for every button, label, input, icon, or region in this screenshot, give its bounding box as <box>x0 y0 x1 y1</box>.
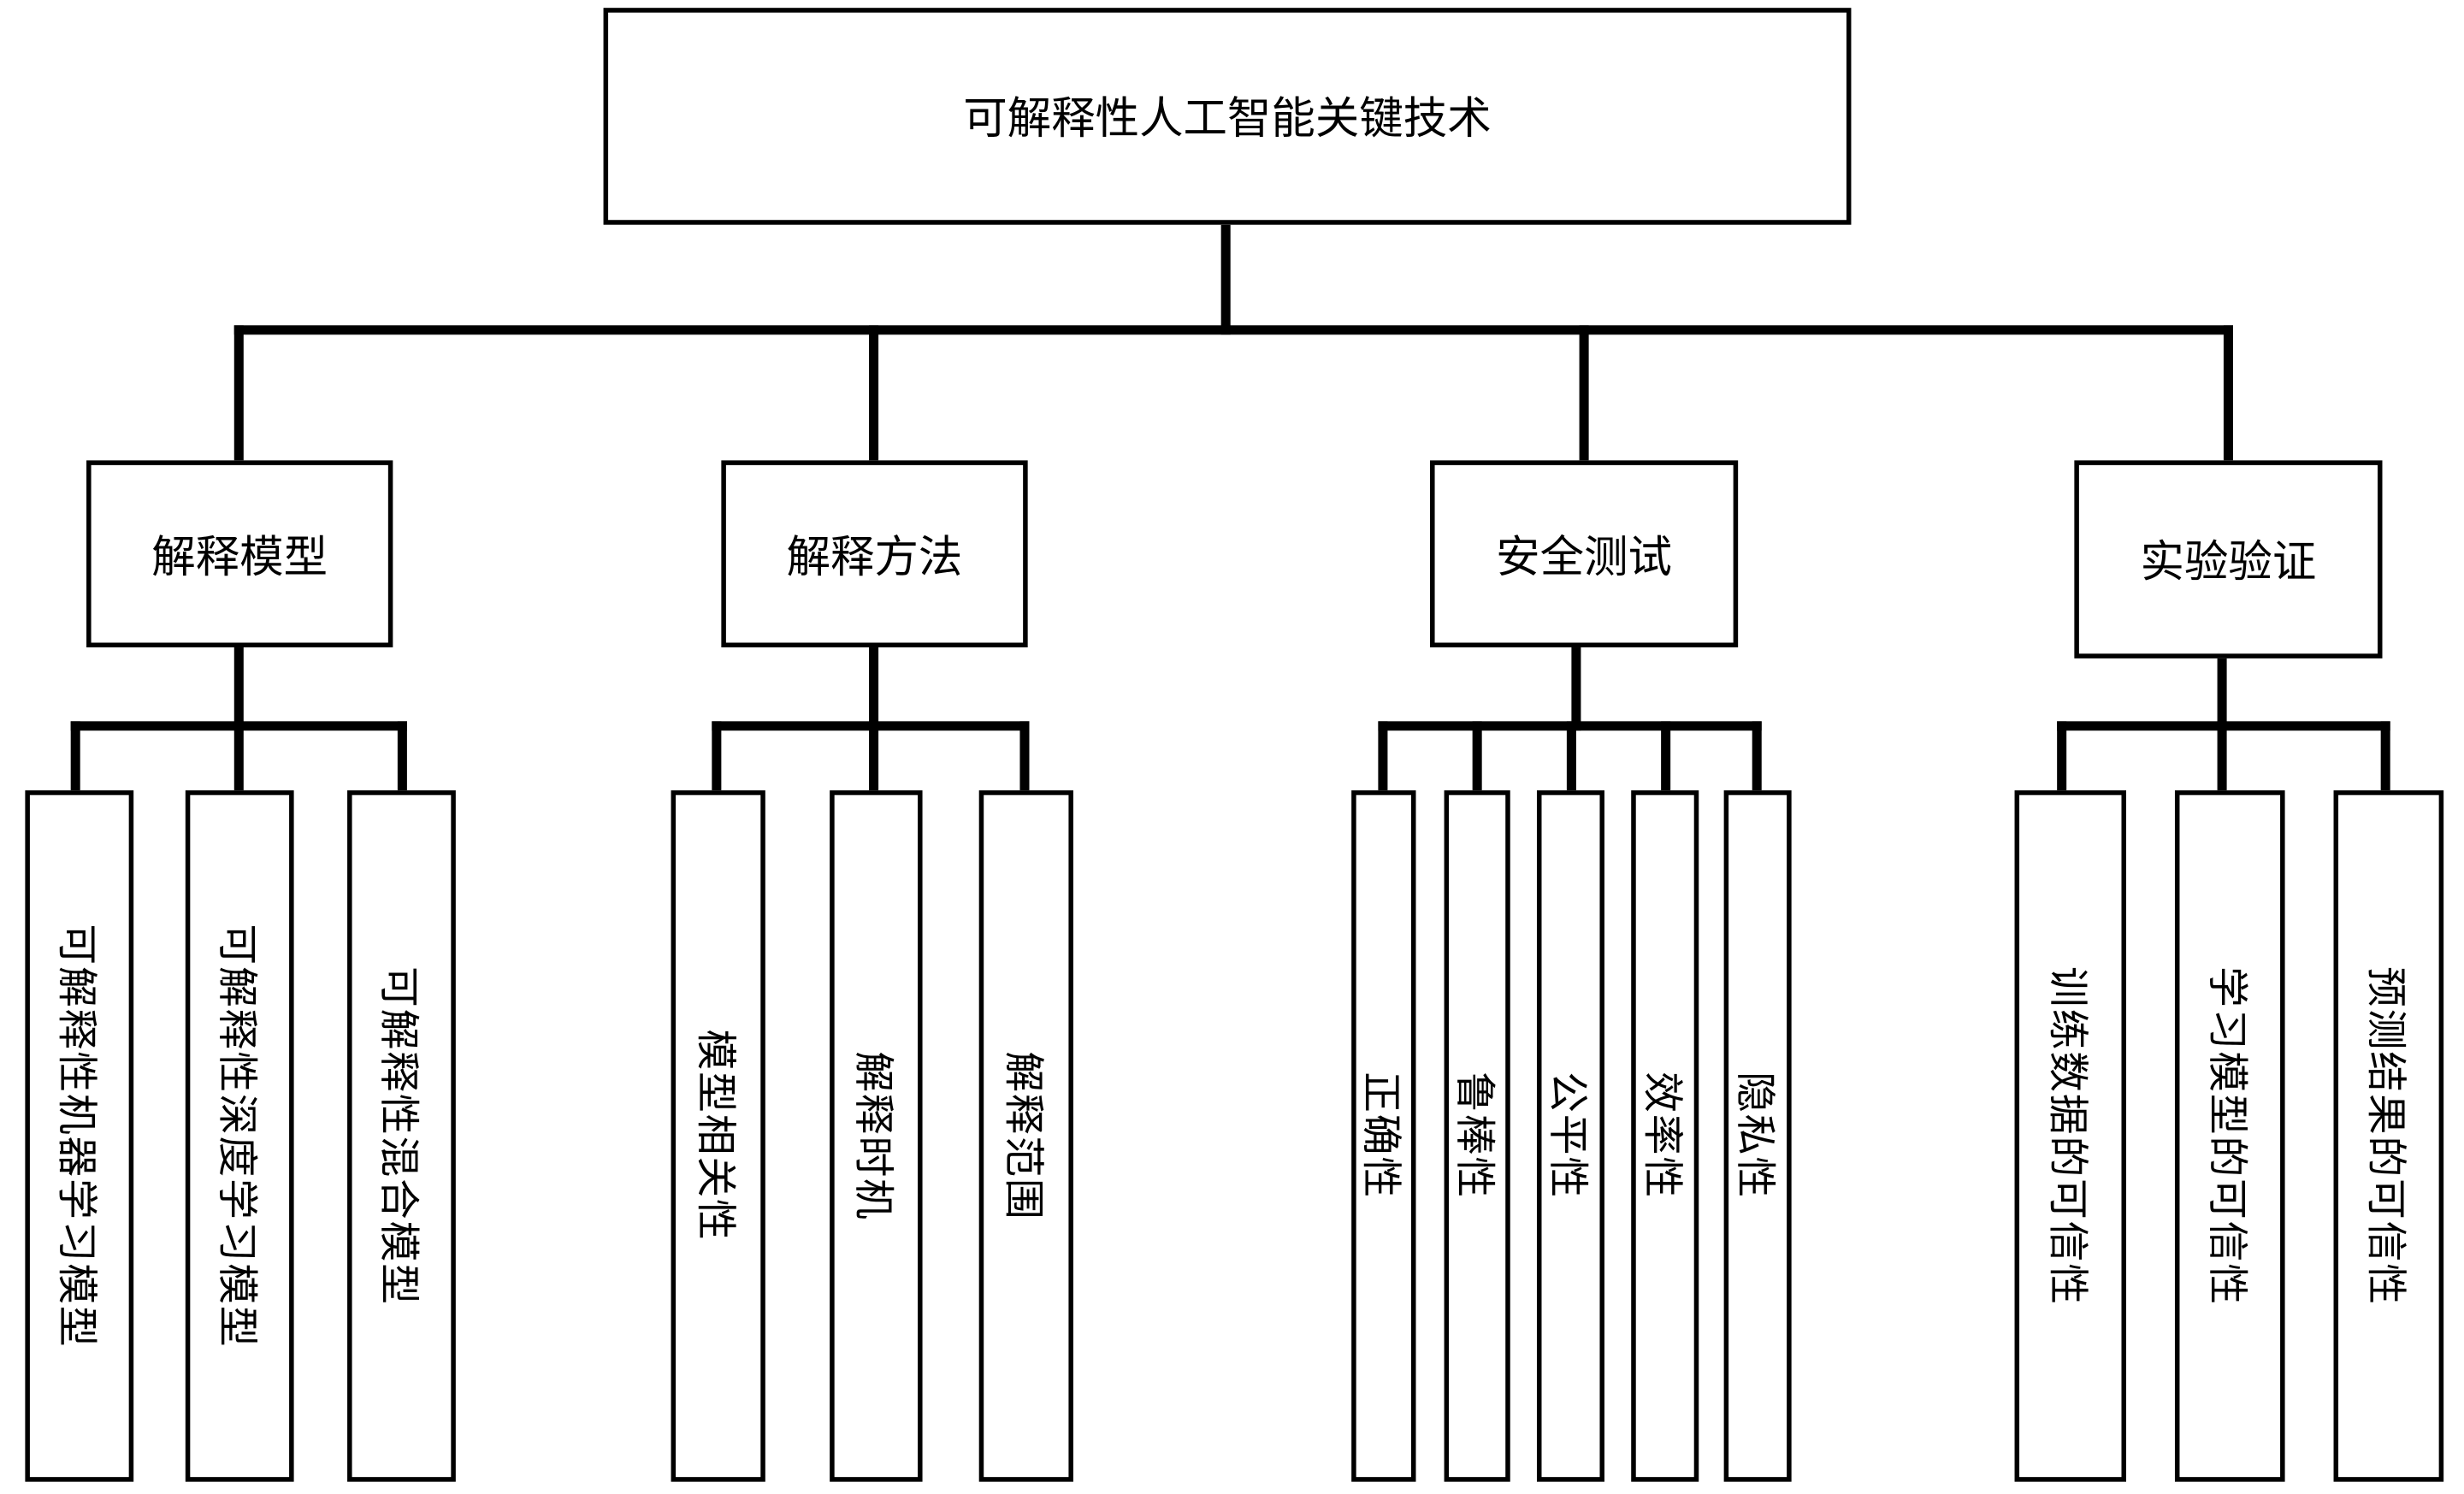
category-node: 解释方法 <box>721 460 1028 648</box>
leaf-label: 正确性 <box>1356 1072 1403 1200</box>
leaf-node: 可解释性混合模型 <box>347 790 456 1482</box>
leaf-label: 鲁棒性 <box>1450 1072 1498 1200</box>
connector <box>1579 325 1589 461</box>
leaf-node: 训练数据的可信性 <box>2014 790 2127 1482</box>
connector <box>869 647 879 731</box>
leaf-node: 解释时机 <box>830 790 923 1482</box>
connector <box>1019 721 1030 794</box>
connector <box>2223 325 2233 461</box>
connector <box>70 721 80 794</box>
connector <box>233 325 244 461</box>
connector <box>1661 721 1671 794</box>
category-label: 实验验证 <box>2140 535 2317 588</box>
connector <box>1472 721 1482 794</box>
category-node: 解释模型 <box>86 460 393 648</box>
connector <box>233 325 2233 335</box>
category-label: 解释方法 <box>786 530 963 582</box>
connector <box>1378 721 1388 794</box>
leaf-label: 解释时机 <box>848 1051 896 1221</box>
category-node: 实验验证 <box>2074 460 2383 658</box>
category-node: 安全测试 <box>1430 460 1739 648</box>
connector <box>1220 224 1231 335</box>
leaf-label: 可解释性机器学习模型 <box>51 924 99 1349</box>
leaf-label: 学习模型的可信性 <box>2202 965 2250 1306</box>
leaf-label: 公平性 <box>1543 1072 1591 1200</box>
leaf-node: 公平性 <box>1536 790 1604 1482</box>
connector <box>1566 721 1576 794</box>
leaf-node: 效率性 <box>1631 790 1699 1482</box>
leaf-label: 效率性 <box>1637 1072 1685 1200</box>
connector <box>869 325 879 461</box>
leaf-node: 学习模型的可信性 <box>2174 790 2285 1482</box>
connector <box>2217 721 2227 794</box>
leaf-node: 正确性 <box>1351 790 1416 1482</box>
connector <box>712 721 722 794</box>
leaf-label: 预测结果的可信性 <box>2361 965 2408 1306</box>
connector <box>869 721 879 794</box>
root-node: 可解释性人工智能关键技术 <box>603 8 1852 225</box>
leaf-node: 鲁棒性 <box>1444 790 1510 1482</box>
connector <box>233 647 244 731</box>
connector <box>397 721 407 794</box>
category-label: 解释模型 <box>151 530 328 582</box>
leaf-node: 可解释性机器学习模型 <box>25 790 134 1482</box>
connector <box>233 721 244 794</box>
leaf-node: 模型相关性 <box>671 790 765 1482</box>
leaf-label: 解释范围 <box>998 1051 1046 1221</box>
leaf-label: 可解释性深度学习模型 <box>212 924 260 1349</box>
leaf-label: 可解释性混合模型 <box>374 965 422 1306</box>
connector <box>1571 647 1581 731</box>
root-label: 可解释性人工智能关键技术 <box>963 92 1492 145</box>
category-label: 安全测试 <box>1496 530 1672 582</box>
connector <box>2380 721 2390 794</box>
leaf-node: 隐私性 <box>1723 790 1792 1482</box>
leaf-node: 可解释性深度学习模型 <box>185 790 294 1482</box>
connector <box>2057 721 2067 794</box>
leaf-label: 训练数据的可信性 <box>2042 965 2090 1306</box>
connector <box>2217 658 2227 731</box>
leaf-node: 预测结果的可信性 <box>2333 790 2444 1482</box>
leaf-node: 解释范围 <box>978 790 1073 1482</box>
leaf-label: 模型相关性 <box>690 1030 738 1243</box>
connector <box>1752 721 1762 794</box>
leaf-label: 隐私性 <box>1729 1072 1778 1200</box>
